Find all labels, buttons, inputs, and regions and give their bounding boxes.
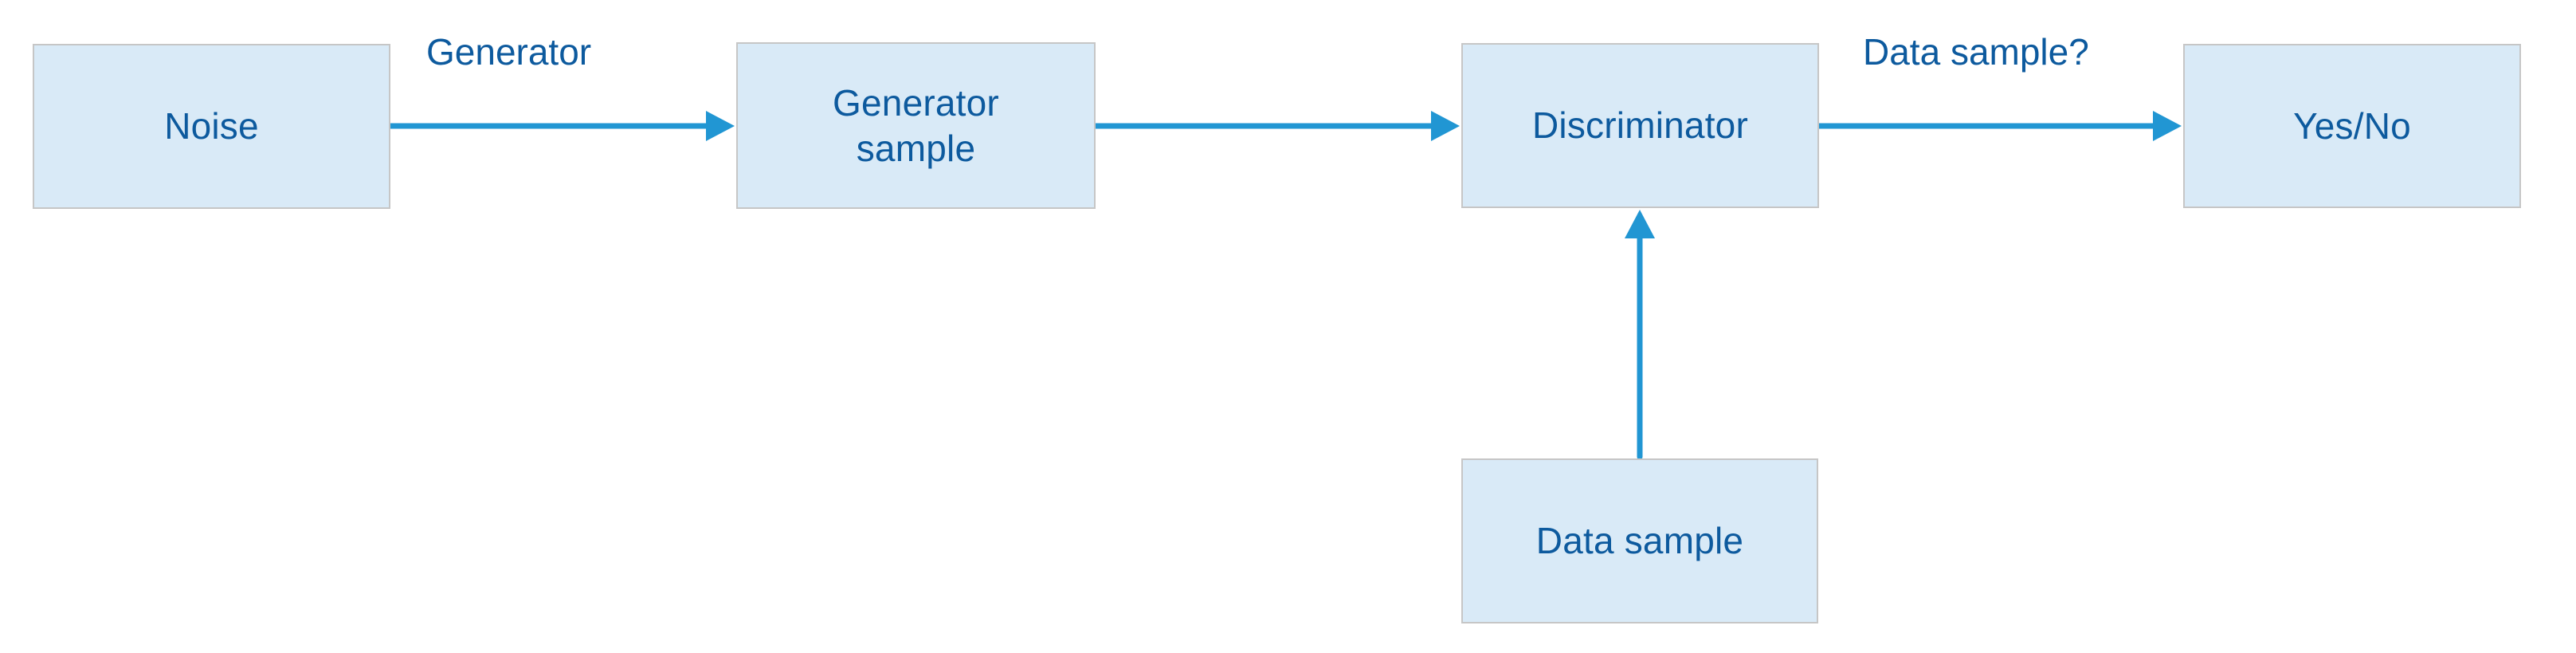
node-data-sample[interactable]: Data sample [1461, 458, 1818, 623]
node-generator-sample-label: Generator sample [833, 82, 999, 169]
node-generator-sample[interactable]: Generator sample [736, 42, 1096, 209]
arrow-discriminator-to-yes-no [1813, 111, 2182, 141]
node-data-sample-label: Data sample [1535, 520, 1744, 562]
node-yes-no-label: Yes/No [2293, 104, 2411, 147]
arrow-noise-to-generator-sample [385, 111, 735, 141]
edge-label-generator: Generator [426, 31, 592, 73]
node-discriminator-label: Discriminator [1532, 104, 1748, 147]
edge-label-data-sample-question: Data sample? [1863, 31, 2089, 73]
arrow-generator-sample-to-discriminator [1090, 111, 1460, 141]
arrow-data-sample-to-discriminator [1625, 210, 1655, 460]
node-discriminator[interactable]: Discriminator [1461, 43, 1819, 208]
node-yes-no[interactable]: Yes/No [2183, 44, 2521, 208]
node-noise[interactable]: Noise [33, 44, 390, 209]
node-noise-label: Noise [164, 105, 259, 148]
